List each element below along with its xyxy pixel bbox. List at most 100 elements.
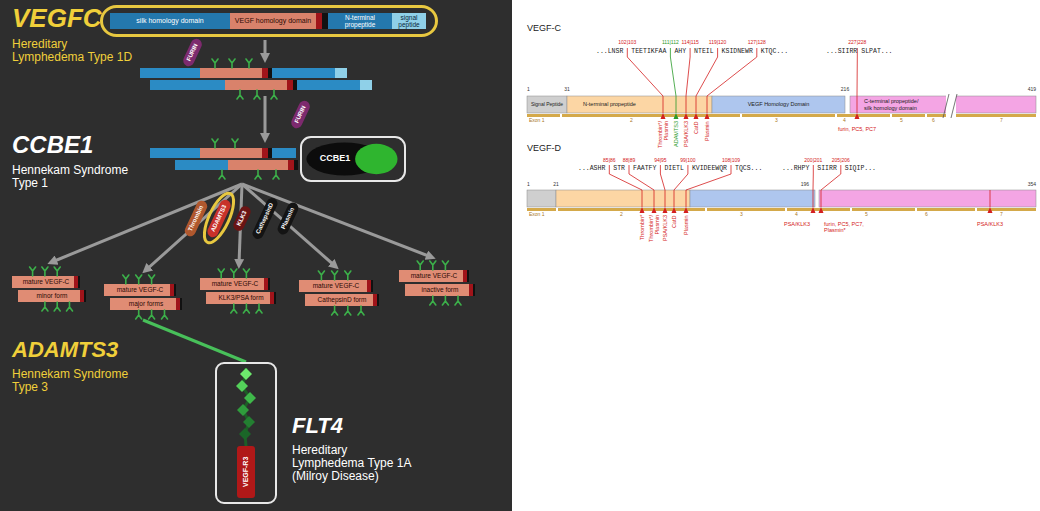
sequence-fragment: AHY — [674, 48, 686, 55]
protease-label: CatD — [671, 215, 677, 228]
product-shape — [345, 306, 351, 315]
pill-shape — [322, 13, 328, 29]
cleavage-line — [686, 48, 690, 113]
product-shape — [358, 306, 364, 315]
product-shape — [367, 280, 371, 292]
mature-vegfc-dimer: mature VEGF-Cmajor forms — [100, 276, 186, 320]
product-shape — [332, 271, 338, 280]
protease-label: furin, PC5, PC7, Plasmin* — [824, 221, 870, 233]
sequence-fragment: DIETL — [664, 165, 684, 172]
product-shape — [270, 292, 274, 304]
cleavage-arrowhead — [988, 207, 993, 213]
cleavage-position: 227|228 — [848, 40, 866, 46]
cleavage-arrowhead — [674, 113, 679, 119]
product-shape — [442, 261, 448, 270]
exon-label: 2 — [620, 212, 623, 218]
cleavage-arrowhead — [672, 207, 677, 213]
vegfc-domain-bar — [712, 96, 845, 113]
product-shape — [295, 272, 383, 316]
product-shape — [256, 304, 262, 313]
product-shape — [67, 302, 73, 311]
vegfc-dimer — [175, 160, 228, 170]
vegfc-dimer — [225, 80, 287, 90]
product-shape — [243, 269, 249, 278]
vegfc-dimer — [254, 90, 260, 99]
vegfc-dimer — [272, 148, 296, 158]
cleavage-line — [686, 165, 731, 207]
protein-title: VEGF-C — [527, 24, 561, 34]
product-shape — [54, 267, 60, 276]
vegfc-dimer — [232, 139, 238, 148]
vegfc-dimer — [150, 148, 200, 158]
protease-label: PSA/KLK3 — [662, 215, 668, 241]
product-shape — [430, 261, 436, 270]
cleavage-line — [857, 48, 858, 113]
product-label: mature VEGF-C — [411, 272, 458, 279]
product-shape — [170, 284, 174, 296]
receptor-shape — [216, 363, 276, 503]
protein-domain: N-terminal propeptide — [567, 96, 712, 113]
domain-label: VEGF Homology Domain — [748, 101, 810, 107]
vegfc-dimer — [294, 160, 298, 170]
vegfd-domain-bar — [556, 190, 690, 207]
residue-number: 1 — [527, 182, 530, 188]
exon-track — [558, 208, 705, 211]
product-shape — [176, 298, 180, 310]
cleavage-position: 94|95 — [654, 158, 666, 164]
vegfd-domain-bar — [527, 190, 1036, 207]
sequence-fragment: ...ASHR — [578, 165, 605, 172]
enzyme-label: CathepsinD — [255, 201, 275, 234]
product-shape — [149, 310, 155, 319]
vegfc-domain-bar — [850, 96, 1036, 113]
vegfr3-receptor: VEGF-R3 — [215, 362, 277, 504]
gene-heading: VEGFC — [12, 4, 102, 33]
product-shape — [12, 276, 80, 288]
ccbe1-protein: CCBE1 — [300, 136, 406, 182]
protein-label: CCBE1 — [320, 154, 351, 164]
product-shape — [243, 304, 249, 313]
protease-label: ADAMTS3 — [673, 121, 679, 147]
exon-track — [977, 208, 1036, 211]
exon-label: Exon 1 — [529, 118, 545, 124]
cleavage-position: 108|109 — [722, 158, 740, 164]
product-shape — [136, 275, 142, 284]
vegfc-dimer — [262, 148, 268, 158]
vegfc-dimer — [262, 68, 268, 78]
product-shape — [18, 290, 86, 302]
exon-track — [837, 114, 890, 117]
break-mark — [946, 94, 956, 119]
cleavage-line — [670, 48, 676, 113]
product-shape — [180, 298, 182, 310]
disease-name: Hennekam Syndrome Type 1 — [12, 164, 137, 190]
product-shape — [136, 310, 142, 319]
domain-label: C-terminal propeptide/ silk homology dom… — [864, 98, 926, 110]
processing-arrow — [242, 184, 335, 266]
exon-track — [787, 208, 850, 211]
mature-vegfc-dimer: mature VEGF-Cinactive form — [395, 262, 479, 306]
product-label: mature VEGF-C — [313, 282, 360, 289]
processing-arrow — [52, 184, 242, 262]
disease-name: Hereditary Lymphedema Type 1D — [12, 38, 137, 64]
cleavage-position: 127|128 — [748, 40, 766, 46]
cleavage-arrowhead — [663, 207, 668, 213]
vegfc-precursor: silk homology domainVEGF homology domain… — [100, 5, 438, 37]
receptor-shape — [240, 368, 252, 380]
product-shape — [405, 284, 475, 296]
product-shape — [377, 294, 379, 306]
product-shape — [149, 275, 155, 284]
protease-enzyme: CathepsinD — [251, 196, 280, 241]
protease-enzyme: FURIN — [181, 37, 203, 68]
sequence-fragment: KSIDNEWR — [722, 48, 753, 55]
exon-label: 4 — [795, 212, 798, 218]
exon-label: Exon 1 — [529, 212, 545, 218]
cleavage-arrowhead — [661, 113, 666, 119]
sequence-fragment: FAATFY — [633, 165, 656, 172]
sequence-fragment: KVIDEEWQR — [692, 165, 727, 172]
pill-shape — [110, 13, 230, 29]
cleavage-line — [990, 190, 991, 207]
protease-label: CatD — [693, 121, 699, 134]
vegfc-dimer — [297, 80, 360, 90]
domain-label: Signal Peptide — [528, 102, 566, 108]
vegfc-dimer — [255, 170, 261, 179]
cleavage-position: 200|201 — [804, 158, 822, 164]
